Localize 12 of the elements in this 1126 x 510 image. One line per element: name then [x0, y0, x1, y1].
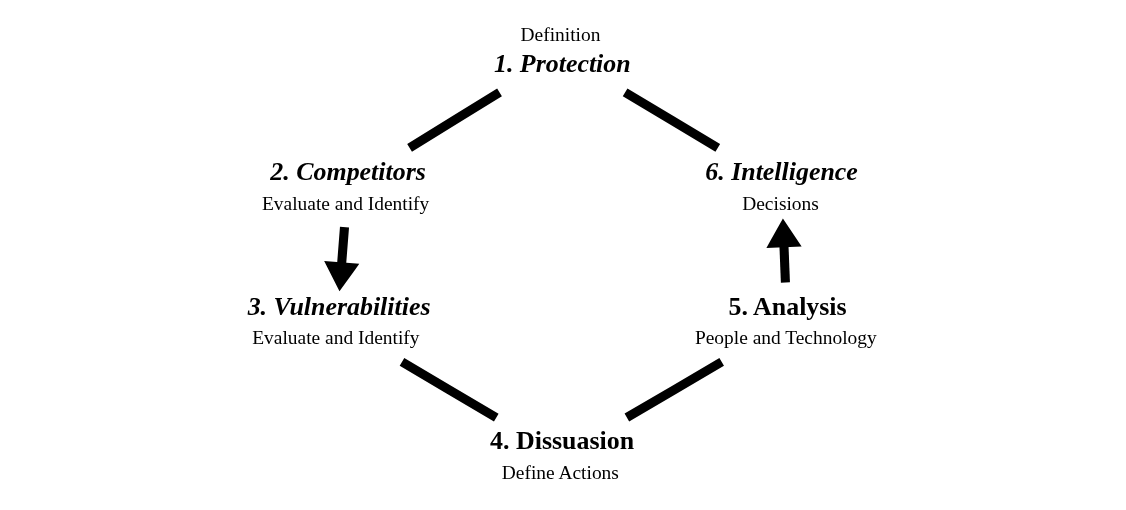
node-text: 2. Competitors Evaluate and Identify: [261, 156, 430, 214]
arrow: [324, 226, 360, 292]
node-text: 6. Intelligence Decisions: [705, 156, 858, 214]
node-text: Definition 1. Protection: [493, 24, 631, 79]
connector: [399, 358, 499, 422]
arrow: [766, 218, 802, 283]
connector: [407, 88, 502, 152]
connector: [624, 358, 724, 422]
node-text: 5. Analysis People and Technology: [694, 291, 877, 349]
node-text: 3. Vulnerabilities Evaluate and Identify: [247, 291, 431, 349]
node-text: 4. Dissuasion Define Actions: [490, 426, 635, 484]
connector: [622, 88, 721, 152]
